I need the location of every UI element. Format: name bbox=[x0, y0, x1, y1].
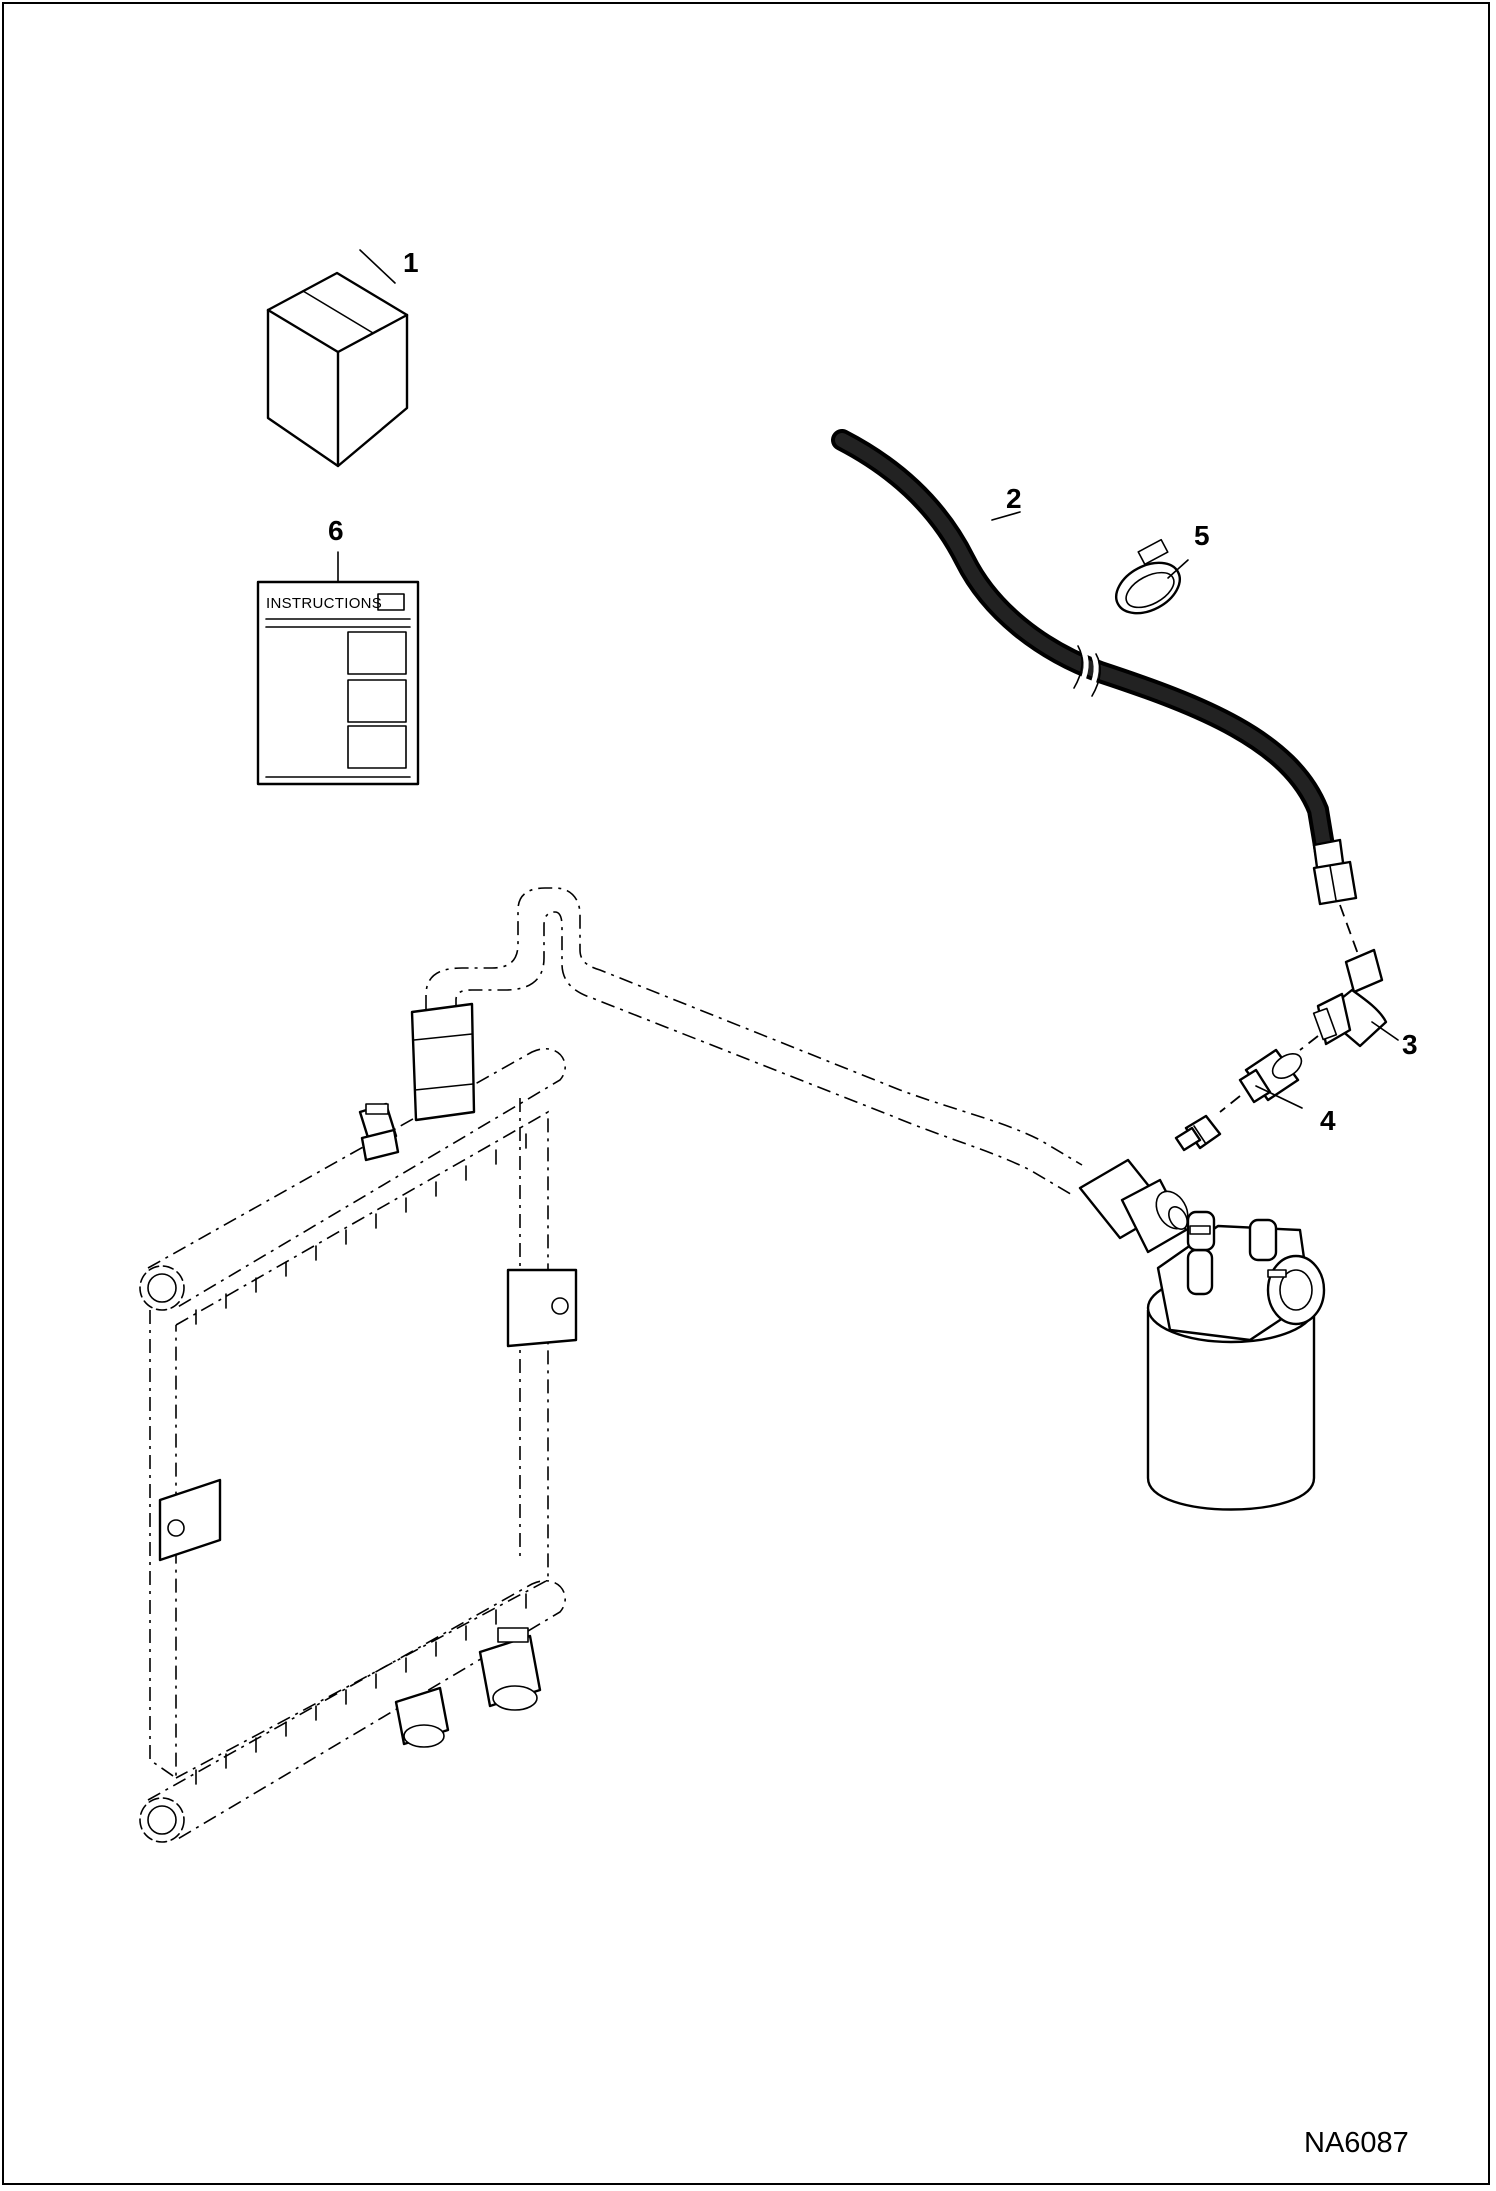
cooler-tube bbox=[425, 887, 1083, 1197]
test-nipple bbox=[1174, 1114, 1222, 1152]
elbow-fitting: 3 bbox=[1312, 948, 1418, 1060]
callout-5: 5 bbox=[1194, 520, 1210, 551]
hose-clamp: 5 bbox=[1115, 520, 1210, 615]
oil-cooler bbox=[139, 1002, 578, 1843]
adapter-fitting: 4 bbox=[1238, 1048, 1336, 1136]
hydraulic-filter bbox=[1078, 1158, 1326, 1511]
leader-5 bbox=[1167, 559, 1189, 579]
callout-1: 1 bbox=[403, 247, 419, 278]
figure-id: NA6087 bbox=[1304, 2127, 1409, 2159]
instructions-heading: INSTRUCTIONS bbox=[266, 595, 382, 612]
callout-6: 6 bbox=[328, 515, 344, 546]
callout-4: 4 bbox=[1320, 1105, 1336, 1136]
callout-3: 3 bbox=[1402, 1029, 1418, 1060]
leader-1 bbox=[359, 249, 396, 284]
callout-2: 2 bbox=[1006, 483, 1022, 514]
leader-2 bbox=[991, 511, 1021, 521]
leader-3 bbox=[1371, 1021, 1399, 1041]
instruction-sheet: 6 INSTRUCTIONS bbox=[256, 515, 420, 786]
parts-box: 1 bbox=[266, 247, 419, 468]
leader-4 bbox=[1255, 1085, 1303, 1109]
hose: 2 bbox=[831, 429, 1358, 906]
